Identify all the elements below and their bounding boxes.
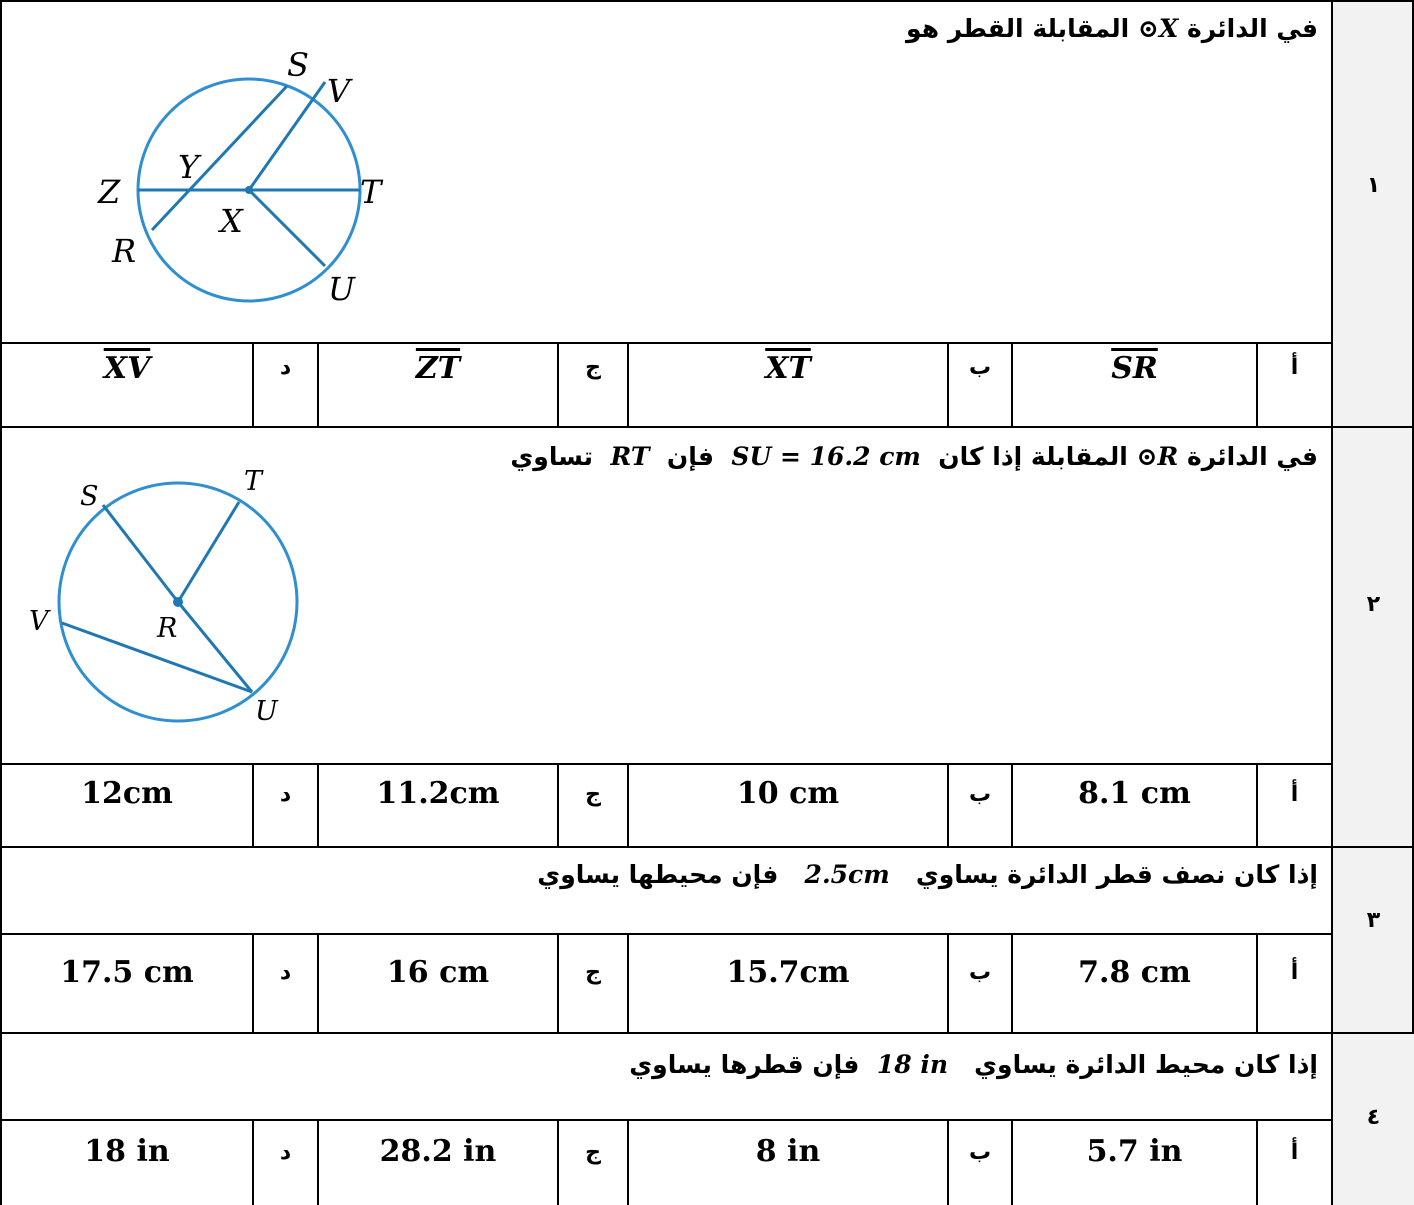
circle (57, 481, 299, 723)
option-b[interactable]: 10 cm (736, 776, 840, 811)
option-label-a: أ (1290, 782, 1299, 807)
option-a[interactable]: SR (1111, 351, 1158, 386)
question-text-before: إذا كان محيط الدائرة يساوي (974, 1050, 1318, 1079)
option-label-d: د (279, 782, 292, 807)
option-d[interactable]: 12cm (81, 776, 173, 811)
option-label-c: ج (585, 1140, 601, 1165)
option-label-d: د (279, 355, 292, 380)
option-label-b: ب (968, 1140, 992, 1165)
option-d[interactable]: 18 in (84, 1134, 170, 1169)
radius-xv (247, 81, 327, 191)
option-label-a: أ (1290, 355, 1299, 380)
question-number: ٣ (1366, 908, 1381, 933)
point-label-s: S (287, 46, 309, 84)
option-label-b: ب (968, 782, 992, 807)
segment-name: RT (610, 442, 650, 471)
option-c[interactable]: 28.2 in (379, 1134, 497, 1169)
question-text-then: فإن (666, 442, 714, 471)
option-a[interactable]: 5.7 in (1086, 1134, 1183, 1169)
point-label-x: X (217, 202, 244, 240)
chord-sr (150, 84, 289, 232)
option-c[interactable]: ZT (415, 351, 461, 386)
center-point (245, 186, 253, 194)
point-label-t: T (244, 466, 264, 497)
option-a[interactable]: 8.1 cm (1078, 776, 1191, 811)
question-number: ٢ (1366, 592, 1381, 617)
point-label-y: Y (178, 148, 202, 186)
point-label-r: R (156, 613, 177, 644)
option-a[interactable]: 7.8 cm (1078, 955, 1191, 990)
question-number-cell-1 (1333, 0, 1414, 427)
question-text-before: إذا كان نصف قطر الدائرة يساوي (915, 860, 1318, 889)
option-label-a: أ (1290, 1140, 1299, 1165)
question-number-cell-2 (1333, 427, 1414, 847)
question-text-middle: المقابلة إذا كان (938, 442, 1128, 471)
option-label-b: ب (968, 960, 992, 985)
point-label-z: Z (97, 173, 121, 211)
question-number: ٤ (1366, 1105, 1381, 1130)
point-label-t: T (360, 173, 384, 211)
radius-rs (101, 504, 180, 603)
circle-diagram-x: S V Z Y T X R U (97, 46, 384, 308)
radius-rt (176, 501, 241, 603)
option-label-c: ج (585, 960, 601, 985)
question-text: في الدائرة ⊙R المقابلة إذا كان SU = 16.2… (510, 442, 1318, 471)
question-text-after: فإن قطرها يساوي (629, 1050, 860, 1079)
chord-vu (61, 621, 253, 694)
point-label-v: V (29, 606, 51, 637)
given-value: SU = 16.2 cm (731, 442, 921, 471)
circle-notation: ⊙R (1136, 442, 1179, 471)
option-label-c: ج (585, 782, 601, 807)
option-b[interactable]: 15.7cm (726, 955, 850, 990)
question-text-before: في الدائرة (1186, 14, 1318, 43)
point-label-v: V (327, 72, 353, 110)
question-text: إذا كان نصف قطر الدائرة يساوي 2.5cm فإن … (537, 860, 1318, 889)
question-text-after: فإن محيطها يساوي (537, 860, 779, 889)
question-number-cell-4 (1333, 1033, 1414, 1205)
given-value: 18 in (876, 1050, 949, 1079)
option-d[interactable]: 17.5 cm (60, 955, 194, 990)
question-text: إذا كان محيط الدائرة يساوي 18 in فإن قطر… (629, 1050, 1318, 1079)
given-value: 2.5cm (804, 860, 890, 889)
circle-notation: ⊙X (1137, 14, 1179, 43)
option-b[interactable]: XT (765, 351, 811, 386)
radius-ru (176, 601, 254, 693)
center-point (173, 597, 183, 607)
option-c[interactable]: 11.2cm (376, 776, 500, 811)
circle-diagram-r: S T V R U (29, 466, 299, 727)
point-label-u: U (255, 696, 279, 727)
option-b[interactable]: 8 in (755, 1134, 821, 1169)
question-text-after: تساوي (510, 442, 594, 471)
option-label-d: د (279, 1140, 292, 1165)
point-label-u: U (328, 270, 356, 308)
option-label-a: أ (1290, 960, 1299, 985)
option-label-d: د (279, 960, 292, 985)
point-label-s: S (80, 481, 99, 512)
option-d[interactable]: XV (103, 351, 151, 386)
point-label-r: R (111, 232, 136, 270)
question-number-cell-3 (1333, 847, 1414, 1033)
question-number: ١ (1366, 173, 1381, 198)
option-c[interactable]: 16 cm (386, 955, 490, 990)
radius-xu (247, 188, 327, 268)
question-text-before: في الدائرة (1186, 442, 1318, 471)
option-label-b: ب (968, 355, 992, 380)
question-text: في الدائرة ⊙X المقابلة القطر هو (906, 14, 1318, 43)
option-label-c: ج (585, 355, 601, 380)
question-text-after: المقابلة القطر هو (906, 14, 1130, 43)
